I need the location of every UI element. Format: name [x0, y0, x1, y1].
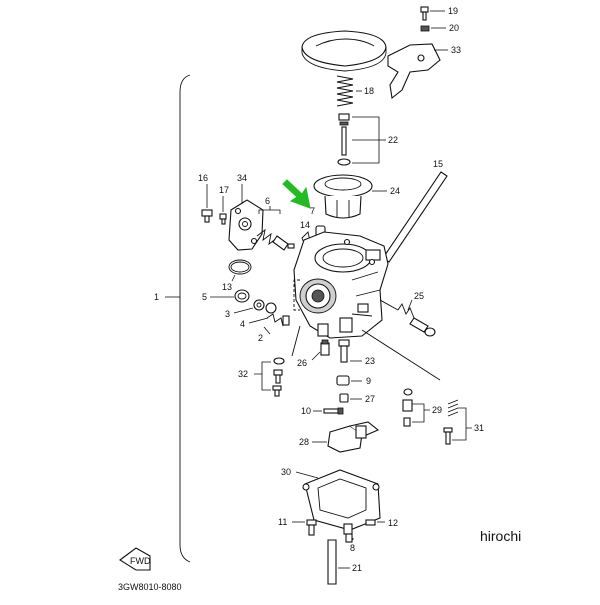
- fwd-label: FWD: [130, 556, 151, 566]
- label-3: 3: [225, 309, 230, 319]
- fwd-arrow-icon: FWD: [119, 547, 151, 571]
- label-33: 33: [451, 45, 461, 55]
- part-32-screws: [272, 357, 285, 397]
- label-1: 1: [154, 292, 159, 302]
- part-21-hose: [327, 539, 337, 585]
- leader-22: [352, 116, 380, 164]
- part-3-washer: [253, 299, 265, 311]
- part-29-valve: [402, 388, 413, 427]
- catalog-code: 3GW8010-8080: [118, 582, 182, 592]
- part-19-screw: [420, 6, 429, 21]
- label-24: 24: [390, 186, 400, 196]
- label-19: 19: [448, 6, 458, 16]
- label-22: 22: [388, 135, 398, 145]
- leader-26: [311, 351, 321, 361]
- label-28: 28: [299, 437, 309, 447]
- label-23: 23: [365, 356, 375, 366]
- part-28-float: [327, 421, 380, 453]
- label-30: 30: [281, 467, 291, 477]
- label-5: 5: [202, 292, 207, 302]
- leader-4: [248, 317, 269, 324]
- label-12: 12: [388, 518, 398, 528]
- label-32: 32: [238, 369, 248, 379]
- part-26-plug: [320, 339, 330, 356]
- label-31: 31: [474, 423, 484, 433]
- part-23-jet-holder: [338, 339, 350, 363]
- label-14: 14: [300, 220, 310, 230]
- part-31-spring-screw: [443, 399, 459, 445]
- label-7: 7: [310, 206, 315, 216]
- part-8-drain-screw: [345, 533, 353, 543]
- label-26: 26: [297, 358, 307, 368]
- label-21: 21: [352, 563, 362, 573]
- leader-25: [407, 299, 413, 311]
- part-27-jet: [339, 393, 349, 403]
- label-8: 8: [350, 543, 355, 553]
- label-13: 13: [222, 282, 232, 292]
- watermark-text: hirochi: [480, 528, 522, 544]
- highlight-arrow-icon: [282, 179, 311, 209]
- leader-32: [254, 361, 271, 391]
- leader-6: [258, 209, 281, 214]
- carburetor-body: [293, 231, 389, 339]
- label-34: 34: [237, 173, 247, 183]
- label-29: 29: [432, 405, 442, 415]
- part-5-cap: [234, 289, 250, 303]
- leader-31: [452, 407, 472, 441]
- part-25-idle-screw: [379, 299, 436, 337]
- leader-2: [263, 326, 271, 335]
- label-17: 17: [219, 185, 229, 195]
- assembly-bracket: [179, 74, 191, 563]
- part-11-screw: [306, 519, 317, 536]
- leader-3: [233, 307, 254, 314]
- part-30-float-bowl: [302, 469, 381, 535]
- label-18: 18: [364, 86, 374, 96]
- label-6: 6: [265, 196, 270, 206]
- part-10-screw: [323, 407, 344, 415]
- alignment-bracket: [293, 279, 300, 311]
- leader-13: [231, 274, 236, 282]
- label-11: 11: [278, 517, 287, 527]
- label-15: 15: [433, 159, 443, 169]
- label-2: 2: [258, 333, 263, 343]
- part-24-diaphragm: [313, 174, 373, 219]
- label-4: 4: [240, 319, 245, 329]
- label-10: 10: [301, 406, 311, 416]
- part-22-needle-set: [337, 113, 351, 166]
- part-12-screw: [365, 519, 376, 526]
- label-16: 16: [198, 173, 208, 183]
- part-9-jet: [336, 375, 350, 386]
- part-16-screw: [201, 209, 213, 223]
- part-13-o-ring: [228, 259, 252, 275]
- part-15-rod: [382, 171, 448, 263]
- part-34-sensor: [228, 199, 264, 251]
- part-20-washer: [420, 25, 430, 32]
- label-20: 20: [449, 23, 459, 33]
- label-27: 27: [365, 394, 375, 404]
- part-6-screw: [256, 228, 295, 251]
- leader-29: [412, 403, 430, 423]
- label-9: 9: [366, 376, 371, 386]
- part-2-screw: [265, 302, 290, 327]
- label-25: 25: [414, 291, 424, 301]
- part-top-cover: [301, 30, 387, 72]
- part-17-screw: [219, 213, 227, 225]
- part-33-bracket: [387, 43, 441, 100]
- leader-30: [295, 471, 319, 479]
- part-18-spring: [336, 75, 354, 107]
